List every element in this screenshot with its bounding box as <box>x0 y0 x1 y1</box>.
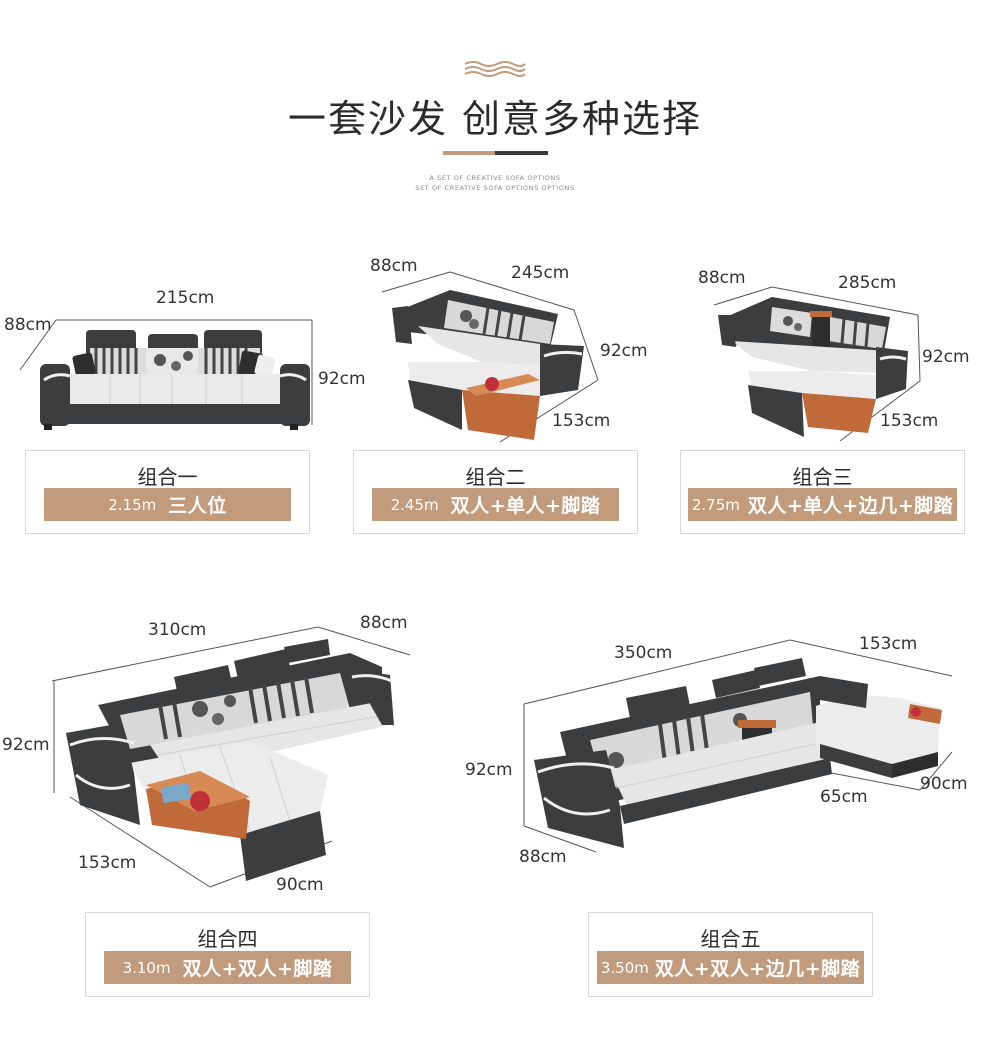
sofa-option-2-image <box>381 271 599 443</box>
option-title: 组合一 <box>137 465 198 489</box>
dim-height: 92cm <box>2 735 50 755</box>
dim-width: 350cm <box>614 643 673 663</box>
dim-height: 92cm <box>318 369 366 389</box>
dim-chaise: 153cm <box>78 853 137 873</box>
dim-width: 245cm <box>511 263 570 283</box>
option-card-2[interactable]: 组合二 2.45m 双人+单人+脚踏 <box>353 450 638 534</box>
dim-width: 285cm <box>838 273 897 293</box>
dim-chaise-depth: 65cm <box>820 787 868 807</box>
option-title: 组合二 <box>465 465 526 489</box>
sofa-option-5-image <box>523 639 953 853</box>
dim-height: 92cm <box>600 341 648 361</box>
dim-chaise-width: 90cm <box>276 875 324 895</box>
dim-depth: 88cm <box>360 613 408 633</box>
dim-chaise: 153cm <box>552 411 611 431</box>
option-desc: 双人+单人+边几+脚踏 <box>747 495 954 517</box>
option-desc: 双人+单人+脚踏 <box>450 495 601 517</box>
option-length: 2.75m <box>691 495 740 514</box>
sofa-option-4-image <box>51 626 411 888</box>
dim-width: 310cm <box>148 620 207 640</box>
option-card-5[interactable]: 组合五 3.50m 双人+双人+边几+脚踏 <box>588 912 873 997</box>
option-desc: 三人位 <box>168 495 227 517</box>
option-length: 2.15m <box>108 495 157 514</box>
option-length: 3.10m <box>122 958 171 977</box>
wave-ornament-icon <box>464 61 526 77</box>
sofa-option-1-image <box>19 319 313 430</box>
option-desc: 双人+双人+边几+脚踏 <box>654 958 861 980</box>
page-title: 一套沙发 创意多种选择 <box>287 97 703 141</box>
dim-depth: 88cm <box>370 256 418 276</box>
option-title: 组合三 <box>792 465 853 489</box>
dim-width: 215cm <box>156 288 215 308</box>
dim-depth: 88cm <box>698 268 746 288</box>
option-desc: 双人+双人+脚踏 <box>182 958 333 980</box>
title-underline <box>443 151 548 155</box>
option-card-3[interactable]: 组合三 2.75m 双人+单人+边几+脚踏 <box>680 450 965 534</box>
dim-depth: 88cm <box>519 847 567 867</box>
option-title: 组合五 <box>700 927 761 951</box>
option-spec-bar: 3.10m 双人+双人+脚踏 <box>104 951 351 984</box>
dim-chaise-width: 90cm <box>920 774 968 794</box>
option-length: 3.50m <box>600 958 649 977</box>
option-length: 2.45m <box>390 495 439 514</box>
dim-height: 92cm <box>922 347 970 367</box>
option-card-4[interactable]: 组合四 3.10m 双人+双人+脚踏 <box>85 912 370 997</box>
option-spec-bar: 2.15m 三人位 <box>44 488 291 521</box>
option-spec-bar: 2.75m 双人+单人+边几+脚踏 <box>688 488 957 521</box>
dim-chaise: 153cm <box>880 411 939 431</box>
option-card-1[interactable]: 组合一 2.15m 三人位 <box>25 450 310 534</box>
subtitle-line-1: A SET OF CREATIVE SOFA OPTIONS <box>429 174 561 182</box>
dim-chaise: 153cm <box>859 634 918 654</box>
option-spec-bar: 2.45m 双人+单人+脚踏 <box>372 488 619 521</box>
option-title: 组合四 <box>197 927 258 951</box>
sofa-option-3-image <box>713 286 921 442</box>
dim-depth: 88cm <box>4 315 52 335</box>
option-spec-bar: 3.50m 双人+双人+边几+脚踏 <box>597 951 864 984</box>
subtitle-line-2: SET OF CREATIVE SOFA OPTIONS OPTIONS <box>415 184 575 192</box>
dim-height: 92cm <box>465 760 513 780</box>
